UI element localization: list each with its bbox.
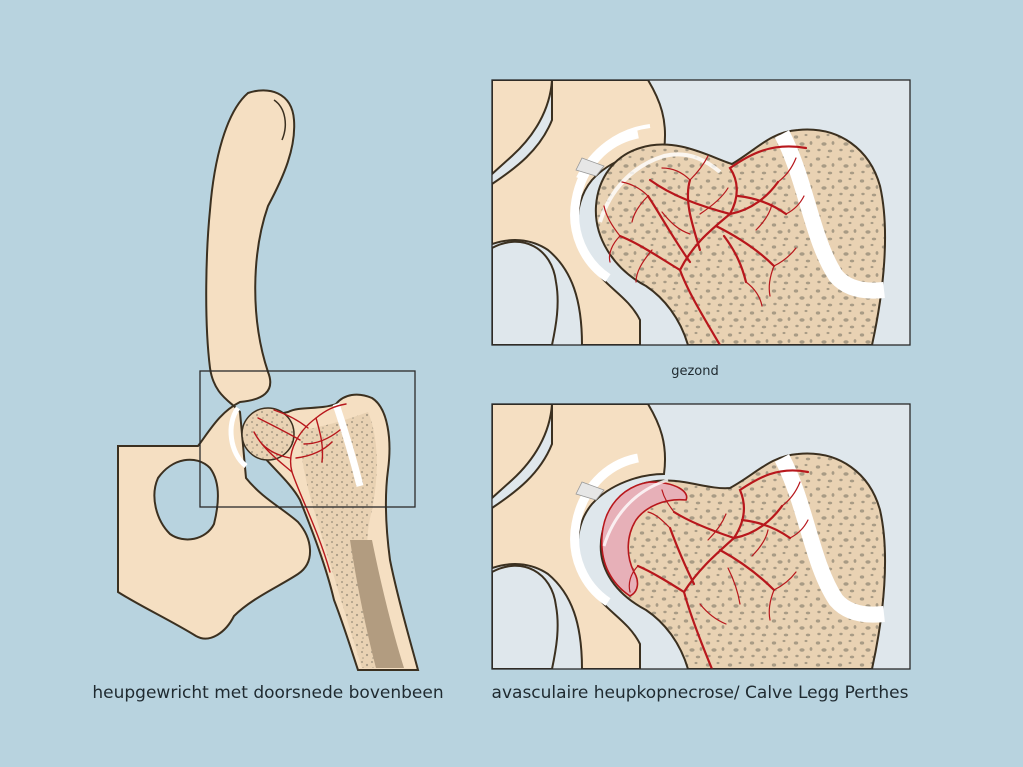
caption-healthy: gezond — [671, 364, 719, 379]
caption-necrosis: avasculaire heupkopnecrose/ Calve Legg P… — [491, 683, 909, 703]
necrosis-inset — [492, 404, 910, 669]
healthy-inset — [492, 80, 910, 345]
femur-bone — [228, 393, 420, 671]
necrosis-inset-frame — [491, 403, 911, 670]
healthy-inset-frame — [491, 79, 911, 346]
zoom-box — [199, 370, 416, 508]
pelvis-bone — [117, 89, 312, 640]
caption-hip-joint: heupgewricht met doorsnede bovenbeen — [92, 683, 444, 703]
